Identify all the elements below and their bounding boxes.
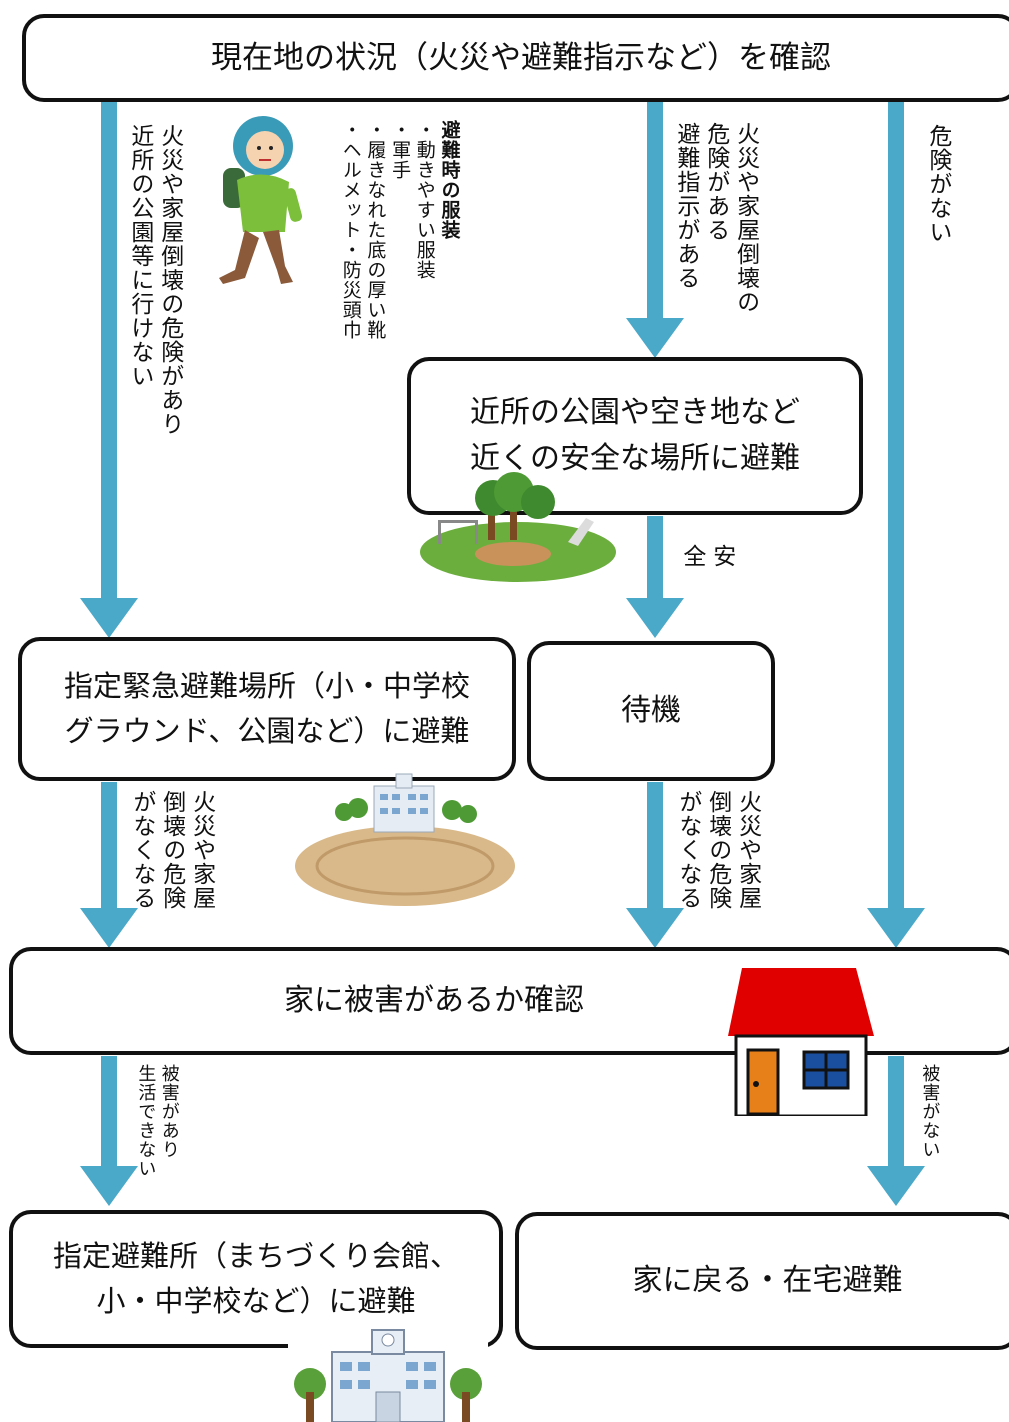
designated-shelter-line-2: 小・中学校など）に避難 bbox=[96, 1284, 416, 1318]
evacuating-person-illustration bbox=[219, 116, 303, 284]
clothing-note: 避難時の服装 ・動きやすい服装 ・軍手 ・履きなれた底の厚い靴 ・ヘルメット・防… bbox=[338, 120, 461, 380]
shelter-building-illustration bbox=[288, 1322, 488, 1422]
nearby-park-line-1: 近所の公園や空き地など bbox=[470, 394, 800, 430]
check-situation-box: 現在地の状況（火災や避難指示など）を確認 bbox=[22, 14, 1009, 102]
park-illustration bbox=[420, 472, 616, 582]
school-ground-illustration bbox=[295, 773, 515, 906]
fire-or-order-label: 火災や家屋倒壊の 危険がある 避難指示がある bbox=[672, 122, 759, 314]
designated-emergency-line-1: 指定緊急避難場所（小・中学校 bbox=[63, 669, 470, 704]
return-home-label: 家に戻る・在宅避難 bbox=[632, 1262, 903, 1298]
safe-label: 安 全 bbox=[678, 544, 735, 568]
not-damaged-label: 被害がない bbox=[919, 1064, 941, 1159]
nearby-park-line-2: 近くの安全な場所に避難 bbox=[470, 441, 800, 476]
danger-gone-left-label: 火災や家屋 倒壊の危険 がなくなる bbox=[128, 790, 215, 910]
danger-gone-right-label: 火災や家屋 倒壊の危険 がなくなる bbox=[674, 790, 761, 910]
house-illustration bbox=[728, 968, 874, 1116]
clothing-item: ・軍手 bbox=[389, 120, 412, 180]
nearby-park-box: 近所の公園や空き地など 近くの安全な場所に避難 bbox=[407, 357, 863, 515]
clothing-heading: 避難時の服装 bbox=[438, 120, 461, 240]
designated-shelter-box: 指定避難所（まちづくり会館、 小・中学校など）に避難 bbox=[9, 1210, 503, 1348]
no-danger-label: 危険がない bbox=[924, 124, 951, 244]
designated-emergency-line-2: グラウンド、公園など）に避難 bbox=[64, 714, 470, 748]
standby-label: 待機 bbox=[621, 692, 681, 728]
damaged-label: 被害があり 生活できない bbox=[135, 1064, 180, 1178]
designated-shelter-line-1: 指定避難所（まちづくり会館、 bbox=[52, 1239, 459, 1274]
check-situation-label: 現在地の状況（火災や避難指示など）を確認 bbox=[211, 39, 831, 76]
cannot-reach-park-label: 火災や家屋倒壊の危険があり 近所の公園等に行けない bbox=[126, 124, 183, 436]
clothing-item: ・動きやすい服装 bbox=[413, 120, 436, 280]
standby-box: 待機 bbox=[527, 641, 775, 781]
check-house-label: 家に被害があるか確認 bbox=[284, 982, 584, 1018]
clothing-item: ・ヘルメット・防災頭巾 bbox=[339, 120, 362, 340]
return-home-box: 家に戻る・在宅避難 bbox=[515, 1212, 1009, 1350]
clothing-item: ・履きなれた底の厚い靴 bbox=[364, 120, 387, 340]
designated-emergency-box: 指定緊急避難場所（小・中学校 グラウンド、公園など）に避難 bbox=[18, 637, 516, 781]
